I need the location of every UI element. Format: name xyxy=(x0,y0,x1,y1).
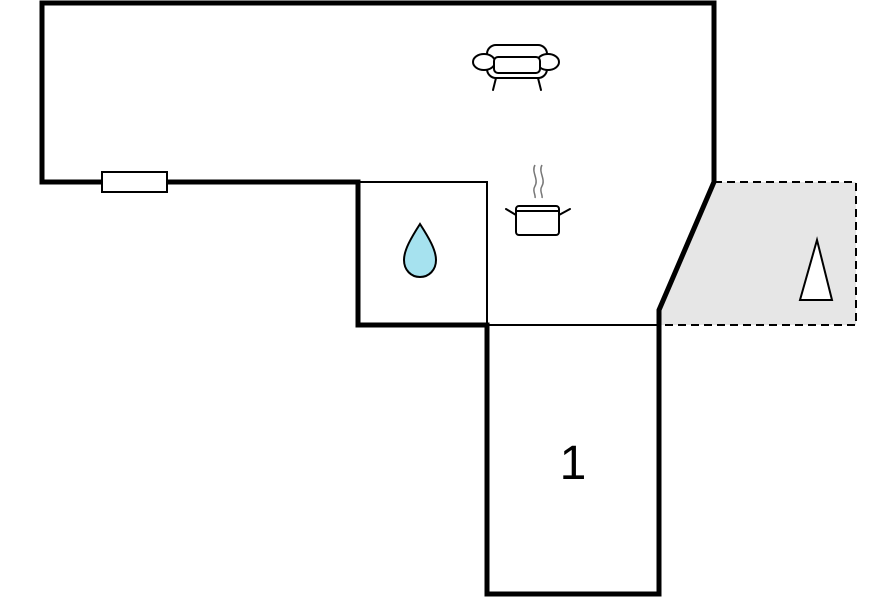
water-drop-icon xyxy=(402,222,438,279)
sofa-icon xyxy=(472,44,560,91)
room-label: 1 xyxy=(560,437,587,490)
bathroom-wall xyxy=(358,181,488,325)
terrace-area xyxy=(658,181,857,326)
cooking-pot-icon xyxy=(505,164,571,236)
outer-wall xyxy=(39,0,717,597)
parasol-icon xyxy=(798,236,834,301)
window-icon xyxy=(101,171,168,193)
